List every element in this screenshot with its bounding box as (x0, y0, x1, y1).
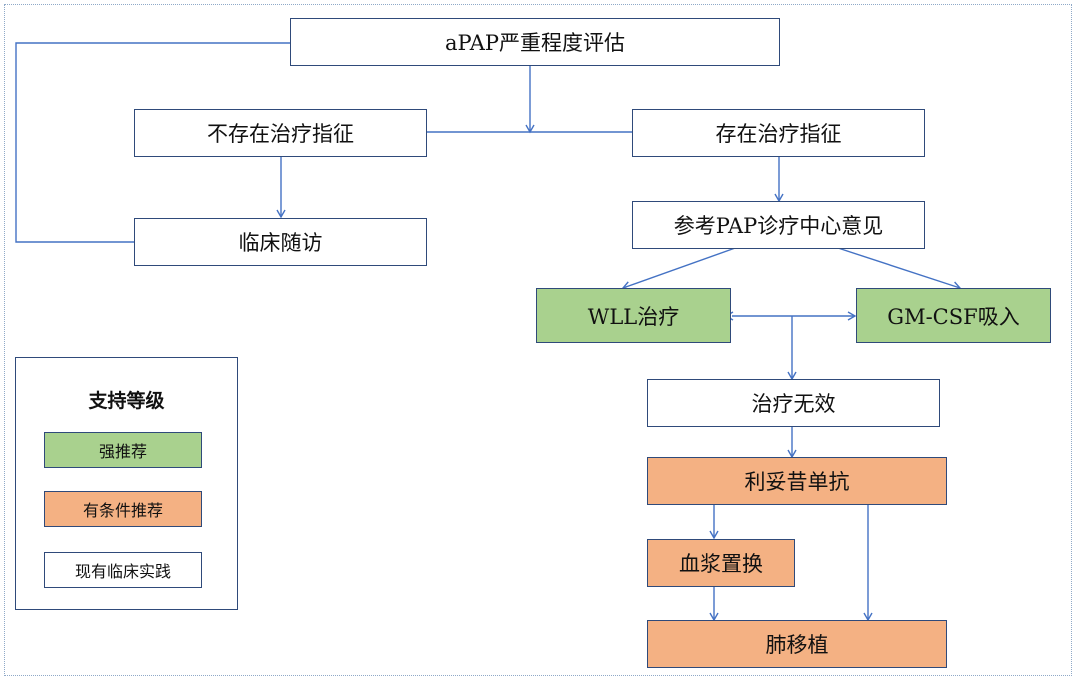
loop-connector (15, 42, 291, 243)
node-consult: 参考PAP诊疗中心意见 (632, 201, 925, 249)
node-followup: 临床随访 (134, 218, 427, 266)
node-no-indication: 不存在治疗指征 (134, 109, 427, 157)
node-ineffective: 治疗无效 (647, 379, 940, 427)
diagram-frame (4, 4, 1072, 676)
node-rituximab: 利妥昔单抗 (647, 457, 947, 505)
legend-item-practice: 现有临床实践 (44, 552, 202, 588)
legend-item-conditional: 有条件推荐 (44, 491, 202, 527)
node-gmcsf: GM-CSF吸入 (856, 288, 1051, 343)
consult-to-gmcsf (834, 246, 962, 291)
node-assessment: aPAP严重程度评估 (290, 18, 780, 66)
legend-box: 支持等级 强推荐 有条件推荐 现有临床实践 (15, 357, 238, 610)
legend-item-strong: 强推荐 (44, 432, 202, 468)
consult-to-wll (621, 246, 739, 291)
node-lung-transplant: 肺移植 (647, 620, 947, 668)
node-plasma-exchange: 血浆置换 (647, 539, 795, 587)
node-has-indication: 存在治疗指征 (632, 109, 925, 157)
legend-title: 支持等级 (88, 390, 165, 412)
node-wll: WLL治疗 (536, 288, 731, 343)
